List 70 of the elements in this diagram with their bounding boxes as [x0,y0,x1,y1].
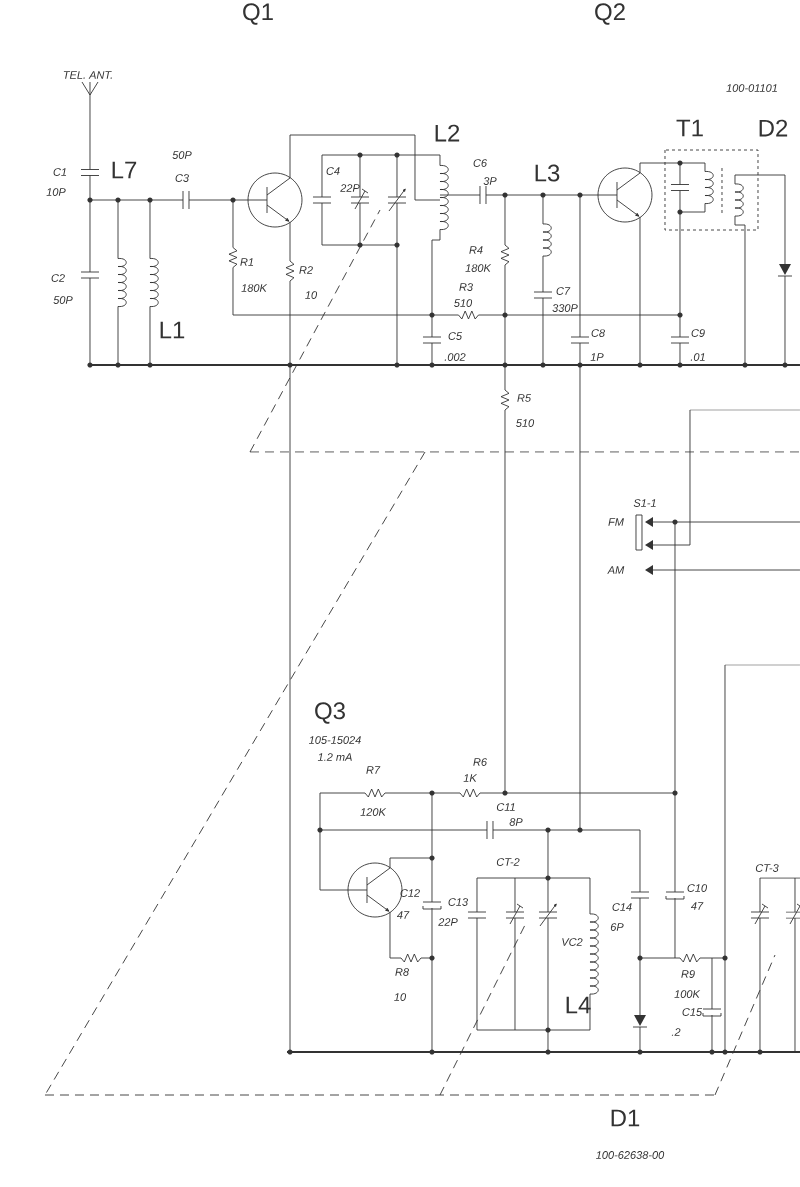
component-label: C3 [175,174,189,182]
component-label: 100K [674,990,701,998]
component-designator: Q2 [595,3,625,25]
component-label: 22P [340,184,360,192]
component-label: AM [607,566,625,574]
component-label: C14 [612,903,632,911]
component-label: R6 [473,758,487,766]
component-label: R9 [681,970,695,978]
component-label: C10 [687,884,707,892]
component-label: 330P [552,304,578,312]
component-label: VC2 [562,938,583,946]
component-designator: L1 [160,321,185,339]
component-designator: L7 [112,161,137,179]
component-label: S1-1 [633,499,656,507]
component-label: 510 [454,299,473,307]
component-designator: L3 [535,164,560,182]
component-label: 50P [172,151,192,159]
component-label: C13 [448,898,468,906]
component-designator: Q1 [243,3,273,25]
component-label: 10P [46,188,66,196]
component-label: 47 [690,902,704,910]
component-label: CT-2 [496,858,520,866]
component-label: 3P [483,177,497,185]
component-label: FM [608,518,624,526]
component-label: R7 [366,766,381,774]
component-label: C6 [473,159,487,167]
component-label: 50P [53,296,73,304]
component-label: 180K [465,264,492,272]
component-label: 10 [305,291,317,299]
component-label: R8 [395,968,409,976]
component-label: 47 [396,911,410,919]
component-label: C2 [51,274,65,282]
component-label: 10 [394,993,406,1001]
component-label: TEL. ANT. [63,71,112,79]
component-label: C9 [691,329,705,337]
component-label: 510 [516,419,535,427]
component-label: R3 [459,283,473,291]
component-designator: T1 [676,119,703,137]
component-label: 105-15024 [309,736,361,744]
component-designator: L4 [566,996,591,1014]
component-label: C4 [326,167,340,175]
component-label: C7 [556,287,571,295]
component-designator: Q3 [315,702,345,724]
component-label: C15 [682,1008,703,1016]
component-designator: L2 [435,124,460,142]
component-label: 120K [360,808,387,816]
component-label: C11 [496,803,515,811]
component-label: 1K [463,774,478,782]
component-label: 6P [610,923,624,931]
component-designator: D1 [611,1109,640,1127]
component-label: CT-3 [755,864,779,872]
component-label: C12 [400,889,420,897]
component-label: C5 [448,332,463,340]
component-label: R2 [299,266,313,274]
component-label: C1 [53,168,67,176]
component-label: 22P [438,918,458,926]
component-label: C8 [591,329,605,337]
component-label: R4 [469,246,483,254]
component-designator: D2 [759,119,788,137]
component-label: 100-62638-00 [596,1151,665,1159]
component-label: .01 [690,353,705,361]
component-label: 1P [590,353,604,361]
component-label: 180K [241,284,268,292]
component-label: R1 [240,258,254,266]
component-label: .002 [444,353,466,361]
component-label: .2 [671,1028,681,1036]
component-label: R5 [517,394,532,402]
component-label: 1.2 mA [317,753,352,761]
component-label: 8P [509,818,523,826]
component-label: 100-01101 [726,84,777,92]
